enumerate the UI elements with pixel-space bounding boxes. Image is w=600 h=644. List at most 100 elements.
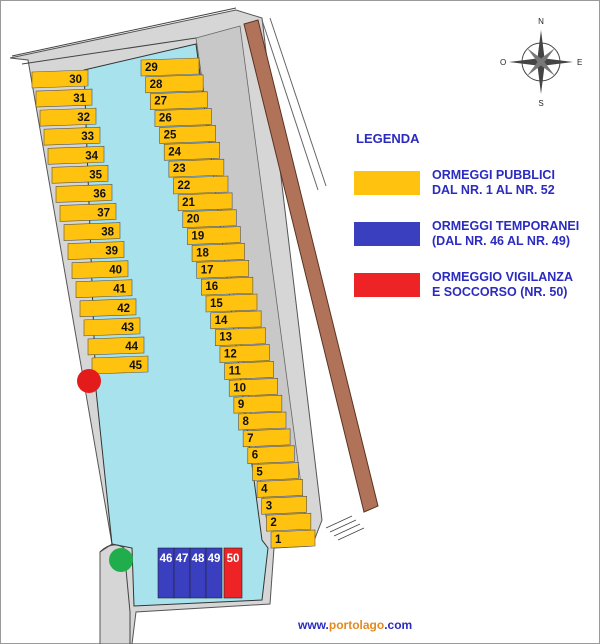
mooring-10: 10 (228, 377, 279, 397)
legend-title: LEGENDA (356, 131, 420, 146)
green-marker (109, 548, 133, 572)
mooring-6-label: 6 (252, 450, 258, 462)
mooring-38: 38 (63, 222, 121, 241)
website-brand: portolago (328, 618, 385, 632)
mooring-36: 36 (55, 184, 113, 203)
mooring-45: 45 (91, 355, 149, 375)
mooring-43-label: 43 (121, 322, 134, 334)
mooring-21-shape (177, 192, 233, 212)
mooring-24: 24 (163, 141, 221, 161)
mooring-5: 5 (252, 462, 299, 481)
mooring-18-label: 18 (196, 247, 209, 259)
mooring-31: 31 (35, 88, 93, 108)
mooring-3: 3 (261, 495, 308, 515)
mooring-4-shape (256, 479, 303, 498)
right-moorings: 2928272625242322212019181716151413121110… (140, 57, 316, 549)
legend-rescue-line2: E SOCCORSO (NR. 50) (432, 285, 568, 299)
mooring-10-label: 10 (233, 382, 246, 394)
mooring-40: 40 (71, 260, 129, 279)
mooring-32-shape (39, 107, 97, 127)
mooring-20: 20 (182, 209, 237, 229)
mooring-35: 35 (51, 165, 109, 184)
mooring-24-shape (163, 141, 221, 161)
stairs-hatch (325, 515, 365, 541)
mooring-22-label: 22 (178, 180, 191, 192)
mooring-26-shape (154, 108, 212, 127)
mooring-47: 47 (173, 547, 191, 599)
mooring-28-shape (145, 74, 204, 94)
mooring-19: 19 (187, 226, 241, 245)
mooring-11: 11 (224, 361, 274, 380)
compass-s-label: S (538, 99, 543, 108)
compass-o-label: O (500, 58, 506, 67)
mooring-rescue-shape (223, 547, 243, 599)
mooring-13-label: 13 (219, 332, 232, 344)
mooring-5-label: 5 (256, 467, 263, 479)
mooring-19-shape (187, 226, 241, 245)
mooring-43-shape (83, 317, 141, 337)
mooring-2-label: 2 (270, 517, 276, 529)
mooring-27-shape (149, 91, 208, 111)
mooring-5-shape (252, 462, 299, 481)
mooring-22: 22 (173, 175, 229, 195)
mooring-50: 50 (223, 547, 243, 599)
legend-temporary-line2: (DAL NR. 46 AL NR. 49) (432, 234, 570, 248)
mooring-8-shape (238, 411, 287, 431)
mooring-13: 13 (214, 327, 266, 347)
mooring-3-shape (261, 495, 308, 515)
mooring-39-shape (67, 241, 125, 260)
mooring-39: 39 (67, 241, 125, 260)
mooring-44-shape (87, 336, 145, 356)
mooring-17: 17 (196, 259, 250, 279)
mooring-46-label: 46 (160, 553, 173, 565)
bottom-jetty (99, 544, 131, 644)
mooring-37-shape (59, 203, 117, 222)
mooring-7-shape (242, 428, 291, 448)
mooring-3-label: 3 (266, 500, 272, 512)
mooring-1-shape (270, 529, 316, 549)
mooring-20-label: 20 (187, 214, 200, 226)
mooring-11-shape (224, 361, 274, 380)
mooring-12-shape (219, 344, 270, 363)
mooring-21-label: 21 (182, 197, 195, 209)
mooring-28: 28 (145, 74, 204, 94)
mooring-45-label: 45 (129, 360, 142, 372)
mooring-30: 30 (31, 69, 89, 89)
mooring-19-label: 19 (191, 231, 204, 243)
mooring-38-shape (63, 222, 121, 241)
mooring-6-shape (247, 445, 295, 465)
mooring-49: 49 (205, 547, 223, 599)
mooring-31-shape (35, 88, 93, 108)
mooring-34-label: 34 (85, 150, 98, 162)
mooring-7-label: 7 (247, 433, 253, 445)
mooring-49-label: 49 (208, 553, 221, 565)
legend-item-public: ORMEGGI PUBBLICI DAL NR. 1 AL NR. 52 (354, 168, 555, 198)
website-link[interactable]: www.portolago.com (298, 618, 412, 632)
mooring-25-shape (159, 125, 216, 144)
legend-item-temporary: ORMEGGI TEMPORANEI (DAL NR. 46 AL NR. 49… (354, 219, 579, 249)
mooring-8: 8 (238, 411, 287, 431)
mooring-4: 4 (256, 479, 303, 498)
mooring-4-label: 4 (261, 483, 268, 495)
breakwater-edge (21, 37, 197, 65)
mooring-48-label: 48 (192, 553, 205, 565)
legend-temporary-line1: ORMEGGI TEMPORANEI (432, 219, 580, 233)
mooring-15-label: 15 (210, 298, 223, 310)
mooring-9: 9 (233, 394, 283, 414)
mooring-46: 46 (157, 547, 175, 599)
mooring-43: 43 (83, 317, 141, 337)
mooring-37: 37 (59, 203, 117, 222)
mooring-49-shape (205, 547, 223, 599)
mooring-35-label: 35 (89, 169, 102, 181)
legend-public-line2: DAL NR. 1 AL NR. 52 (432, 183, 555, 197)
mooring-33: 33 (43, 126, 101, 146)
mooring-44-label: 44 (125, 341, 138, 353)
promenade-strip (243, 19, 379, 513)
compass-n-label: N (538, 17, 544, 26)
mooring-29: 29 (140, 57, 200, 77)
legend-swatch-public (354, 171, 420, 195)
legend-item-rescue: ORMEGGIO VIGILANZA E SOCCORSO (NR. 50) (354, 270, 573, 300)
mooring-24-label: 24 (168, 146, 181, 158)
mooring-12-label: 12 (224, 349, 237, 361)
